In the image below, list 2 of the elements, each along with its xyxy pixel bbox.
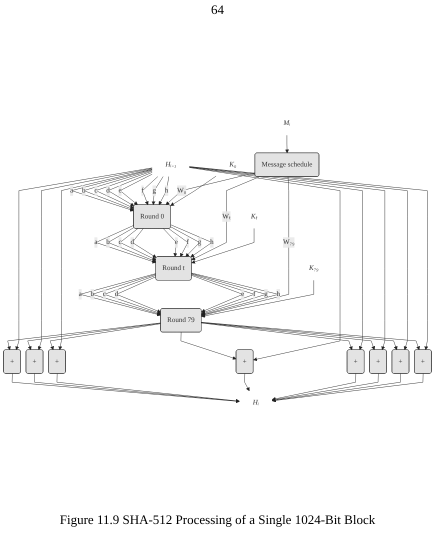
figure-caption: Figure 11.9 SHA-512 Processing of a Single 1024-Bit Block [60, 512, 376, 528]
bus-width-label: 64 [211, 2, 224, 17]
